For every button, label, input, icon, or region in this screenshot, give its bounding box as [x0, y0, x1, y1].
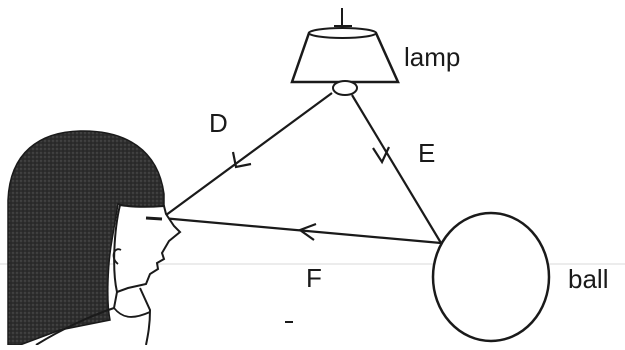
ray-d-arrow [161, 92, 333, 219]
girl-icon [7, 130, 182, 346]
shoulder [35, 291, 118, 346]
eye [145, 216, 163, 221]
face [113, 203, 182, 294]
collar [139, 287, 152, 346]
ball-label: ball [568, 264, 609, 294]
lamp-label: lamp [404, 42, 461, 72]
hair [7, 130, 165, 346]
ray-e-label: E [418, 138, 436, 168]
ray-e-arrow [351, 94, 442, 244]
lamp-icon [290, 8, 400, 96]
ray-f-label: F [306, 263, 322, 293]
ray-f-arrow [161, 216, 442, 245]
neckline [113, 307, 151, 318]
ear [112, 248, 122, 265]
ray-d-label: D [209, 108, 228, 138]
ball-icon [431, 211, 551, 343]
